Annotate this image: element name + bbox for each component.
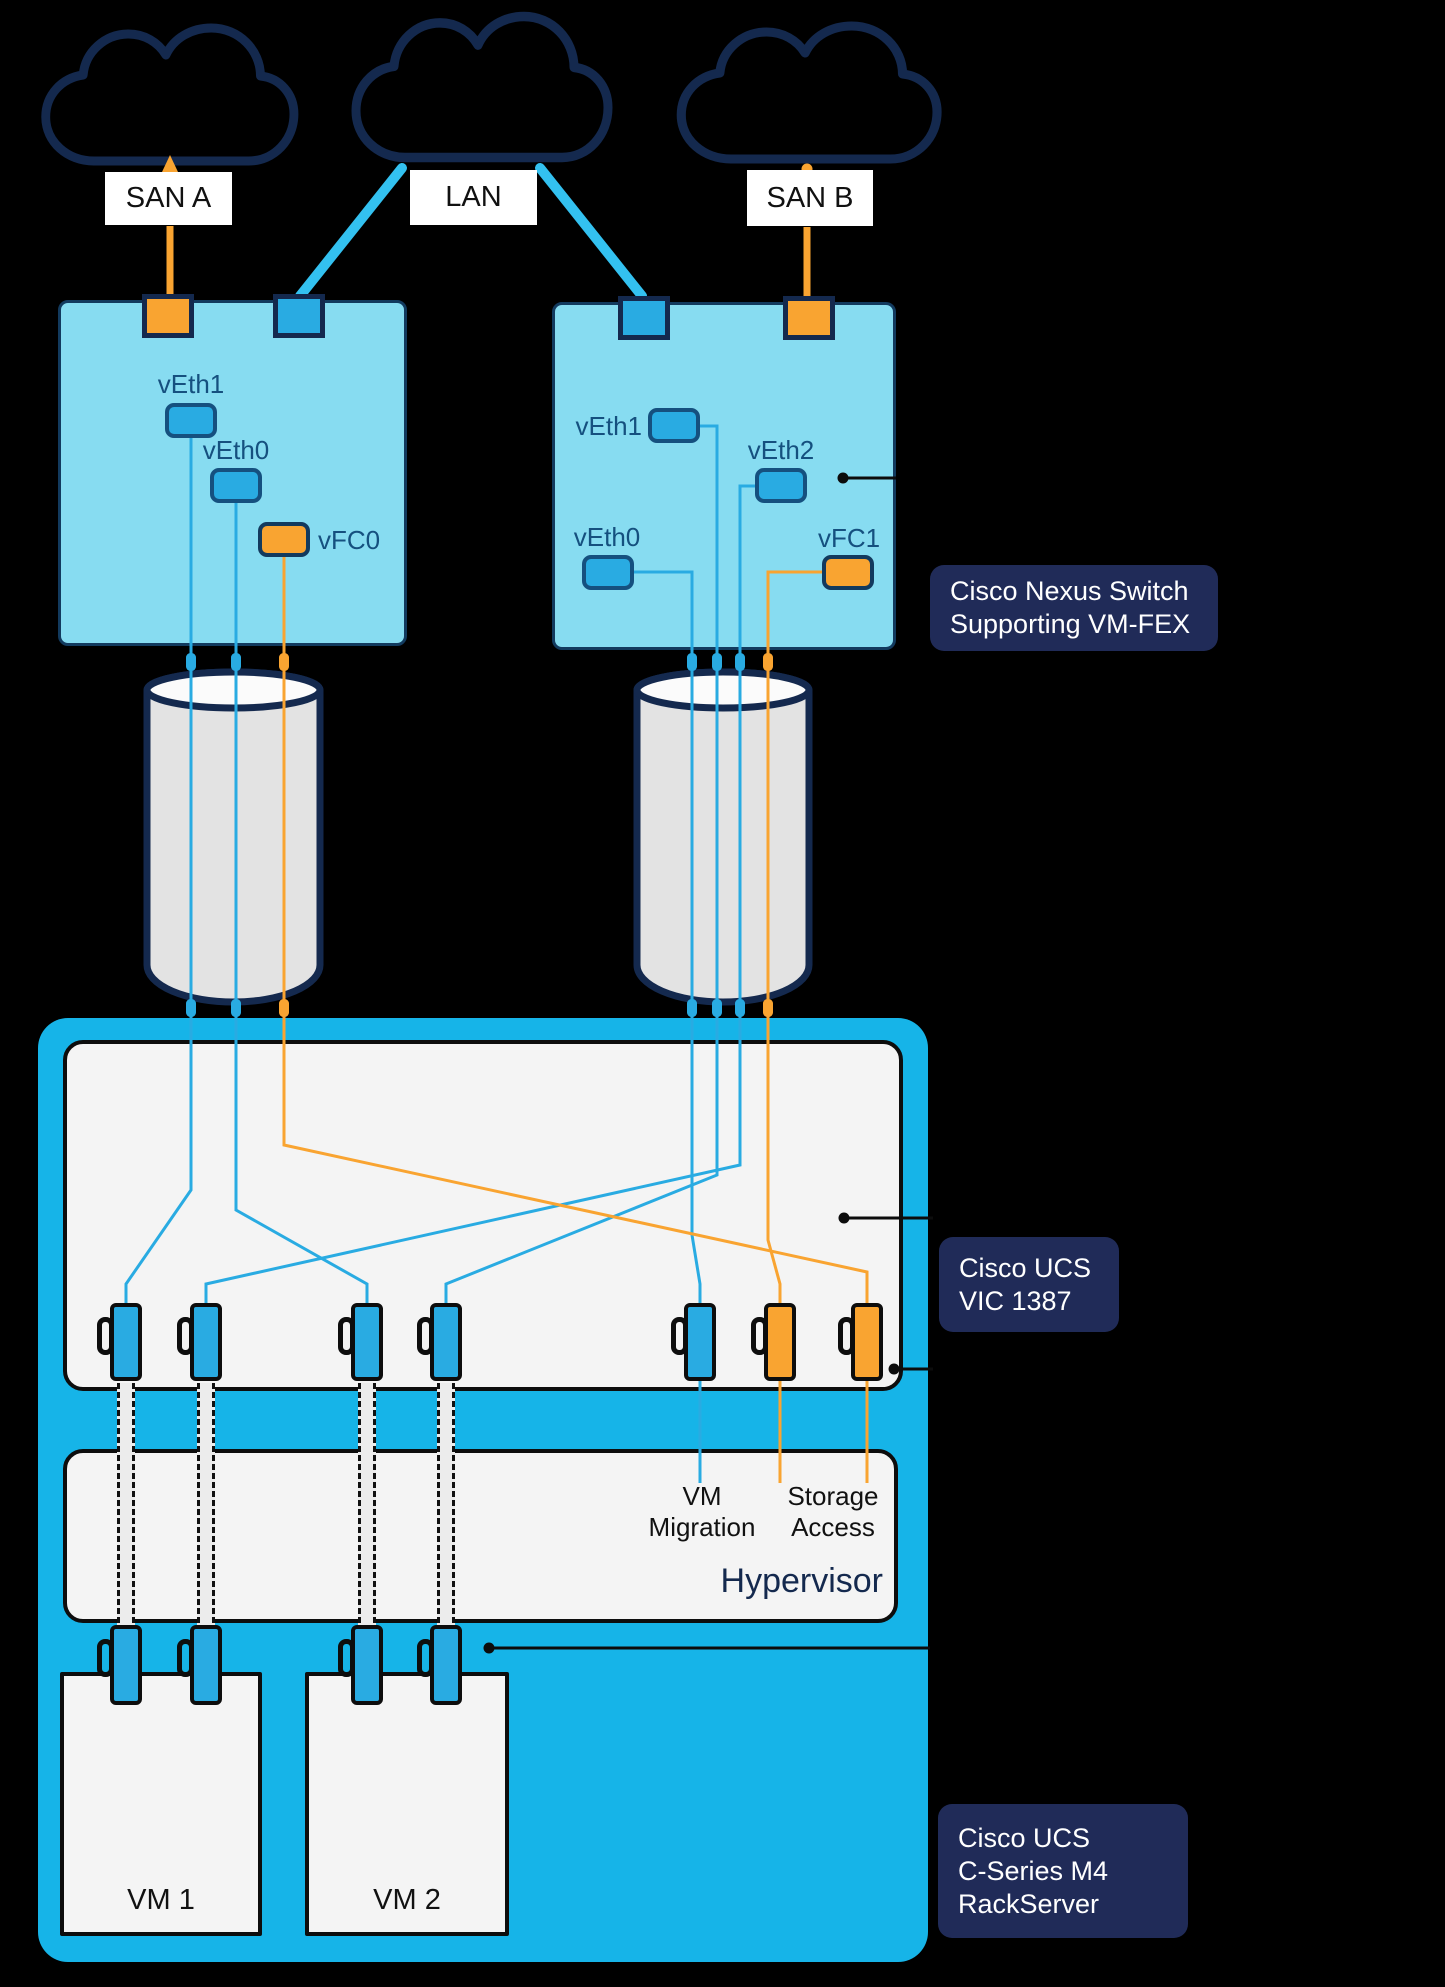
- veth0-a-text: vEth0: [202, 435, 270, 465]
- nexus-callout-text: Cisco Nexus Switch Supporting VM-FEX: [950, 576, 1191, 639]
- wire-vfc0: [282, 554, 869, 1305]
- lan-tag: LAN: [410, 170, 537, 225]
- leader-dots: [483, 472, 900, 1654]
- veth0-a-label: vEth0: [196, 437, 276, 463]
- vic-callout-label: Cisco UCS VIC 1387: [939, 1237, 1119, 1332]
- san-b-tag: SAN B: [747, 170, 873, 226]
- vic-connector-2: [190, 1303, 222, 1381]
- vfc0-chip: [258, 522, 310, 557]
- wire-veth0-a: [234, 500, 369, 1305]
- cloud-icon-san-a: [46, 28, 294, 161]
- vic-connector-1: [110, 1303, 142, 1381]
- veth0-b-text: vEth0: [573, 522, 641, 552]
- cylinder-left: [143, 668, 324, 1006]
- veth2-b-chip: [755, 468, 807, 503]
- stem-2: [197, 1383, 215, 1632]
- vm2-box: [305, 1672, 509, 1936]
- veth2-b-text: vEth2: [747, 435, 815, 465]
- hypervisor-title: Hypervisor: [720, 1562, 883, 1600]
- vic-connector-3: [351, 1303, 383, 1381]
- switch-a-lan-port: [273, 294, 325, 338]
- vfc1-chip: [822, 555, 874, 590]
- switch-b-lan-port: [618, 296, 670, 340]
- stem-1: [117, 1383, 135, 1632]
- switch-b-san-port: [783, 296, 835, 340]
- vm-migration-label: VM Migration: [648, 1481, 756, 1542]
- wire-pills: [186, 653, 773, 1017]
- vic-connector-5: [684, 1303, 716, 1381]
- stem-4: [437, 1383, 455, 1632]
- switch-a-san-port: [142, 294, 194, 338]
- vic-connector-6: [764, 1303, 796, 1381]
- veth1-a-text: vEth1: [157, 369, 225, 399]
- veth2-b-label: vEth2: [741, 437, 821, 463]
- vm-connector-2: [190, 1625, 222, 1705]
- vfc1-text: vFC1: [817, 523, 881, 553]
- veth0-a-chip: [210, 468, 262, 503]
- veth0-b-label: vEth0: [567, 524, 647, 550]
- san-a-tag: SAN A: [105, 172, 232, 225]
- vm-connector-3: [351, 1625, 383, 1705]
- san-a-arrow-icon: [162, 155, 178, 172]
- lan-tag-text: LAN: [445, 181, 502, 213]
- vm2-label: VM 2: [373, 1884, 441, 1916]
- nexus-callout-label: Cisco Nexus Switch Supporting VM-FEX: [930, 565, 1218, 651]
- veth1-b-label: vEth1: [566, 411, 643, 441]
- server-callout-text: Cisco UCS C-Series M4 RackServer: [958, 1822, 1109, 1919]
- veth1-a-chip: [165, 403, 217, 438]
- storage-access-label: Storage Access: [787, 1481, 879, 1542]
- cloud-icon-lan: [356, 16, 608, 157]
- vm-connector-1: [110, 1625, 142, 1705]
- san-b-tag-text: SAN B: [766, 181, 854, 214]
- vm-connector-4: [430, 1625, 462, 1705]
- vm1-label: VM 1: [127, 1884, 195, 1916]
- vfc0-text: vFC0: [318, 525, 381, 555]
- veth1-b-text: vEth1: [575, 411, 643, 441]
- vm1-box: [60, 1672, 262, 1936]
- cylinder-right: [633, 668, 813, 1006]
- veth0-b-chip: [582, 555, 634, 590]
- cloud-icon-san-b: [681, 26, 937, 159]
- vfc1-label: vFC1: [814, 525, 884, 551]
- vic-callout-text: Cisco UCS VIC 1387: [959, 1252, 1092, 1316]
- wire-veth1-a: [124, 438, 193, 1305]
- wire-vfc1: [766, 570, 822, 1305]
- vfc0-label: vFC0: [318, 527, 388, 553]
- lan-link-switch-b: [535, 163, 647, 301]
- wire-veth1-b: [444, 424, 719, 1305]
- veth1-a-label: vEth1: [151, 371, 231, 397]
- wire-veth2-b: [204, 484, 755, 1305]
- vic-connector-7: [851, 1303, 883, 1381]
- stem-3: [358, 1383, 376, 1632]
- lan-link-switch-a: [295, 163, 407, 301]
- san-a-tag-text: SAN A: [125, 182, 212, 214]
- vic-connector-4: [430, 1303, 462, 1381]
- veth1-b-chip: [648, 408, 700, 443]
- server-callout-label: Cisco UCS C-Series M4 RackServer: [938, 1804, 1188, 1938]
